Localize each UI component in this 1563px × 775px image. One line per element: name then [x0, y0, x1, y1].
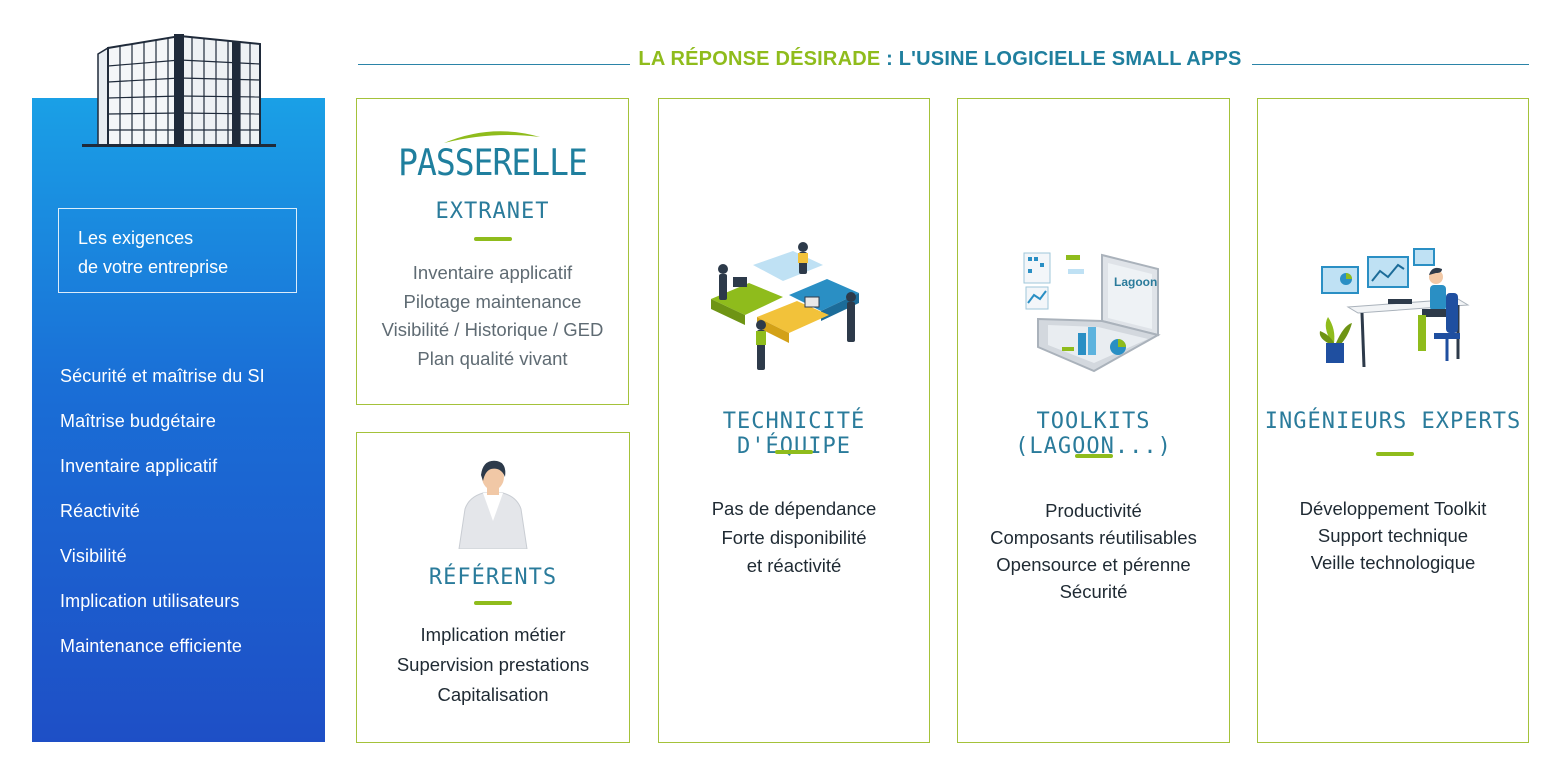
header-divider-left: [358, 64, 630, 65]
engineer-desk-icon: [1319, 248, 1470, 368]
card-line: Opensource et pérenne: [996, 554, 1191, 575]
card-line: Supervision prestations: [396, 654, 590, 675]
header-divider-right: [1252, 64, 1529, 65]
toolkit-case-icon: [1023, 252, 1161, 373]
passerelle-swoosh-icon: [444, 131, 540, 143]
person-icon: [458, 460, 528, 549]
card-line: Développement Toolkit: [1299, 498, 1487, 519]
card-line: Visibilité / Historique / GED: [381, 319, 604, 340]
card-line: Implication métier: [420, 624, 566, 645]
list-item: Réactivité: [60, 501, 141, 521]
card-toolkits: Lagoon TOOLKITS (LAGOON...) Productivité…: [957, 98, 1230, 743]
card-line: Productivité: [1045, 500, 1142, 521]
green-divider: [1075, 454, 1113, 458]
list-item: Sécurité et maîtrise du SI: [60, 366, 265, 386]
card-lines: Productivité Composants réutilisables Op…: [958, 497, 1229, 605]
card-line: Forte disponibilité: [721, 526, 867, 548]
card-ingenieurs: INGÉNIEURS EXPERTS Développement Toolkit…: [1257, 98, 1529, 743]
card-title: TECHNICITÉ D'ÉQUIPE: [722, 409, 866, 459]
passerelle-logo: PASSERELLE: [398, 141, 588, 184]
title-part-1: LA RÉPONSE DÉSIRADE: [638, 48, 881, 70]
card-line: Plan qualité vivant: [417, 347, 568, 369]
requirements-panel: [32, 98, 325, 742]
list-item: Visibilité: [60, 546, 127, 566]
card-title: INGÉNIEURS EXPERTS: [1264, 409, 1522, 434]
card-title: TOOLKITS (LAGOON...): [1015, 409, 1172, 459]
card-line: Sécurité: [1059, 581, 1128, 602]
green-divider: [474, 601, 512, 605]
card-lines: Inventaire applicatif Pilotage maintenan…: [357, 259, 628, 373]
card-line: Capitalisation: [437, 684, 549, 705]
title-separator: :: [880, 48, 899, 70]
card-passerelle: PASSERELLE EXTRANET Inventaire applicati…: [356, 98, 629, 405]
card-line: Inventaire applicatif: [412, 262, 573, 283]
office-building-icon: [82, 34, 276, 147]
requirements-line-2: de votre entreprise: [78, 257, 229, 277]
list-item: Inventaire applicatif: [60, 456, 218, 476]
card-line: et réactivité: [746, 555, 842, 576]
card-line: Veille technologique: [1310, 552, 1476, 573]
page-title: LA RÉPONSE DÉSIRADE : L'USINE LOGICIELLE…: [630, 48, 1250, 71]
card-title: EXTRANET: [435, 199, 550, 224]
teamwork-puzzle-icon: [711, 242, 859, 370]
card-referents: RÉFÉRENTS Implication métier Supervision…: [356, 432, 630, 743]
card-line: Pilotage maintenance: [403, 290, 582, 312]
card-lines: Développement Toolkit Support technique …: [1258, 495, 1528, 576]
card-lines: Pas de dépendance Forte disponibilité et…: [659, 495, 929, 581]
list-item: Maintenance efficiente: [60, 636, 242, 656]
list-item: Implication utilisateurs: [60, 591, 240, 611]
requirements-box: Les exigences de votre entreprise: [58, 208, 297, 293]
green-divider: [775, 450, 813, 454]
lagoon-logo: Lagoon: [1114, 275, 1158, 289]
requirements-line-1: Les exigences: [78, 228, 194, 248]
card-line: Support technique: [1317, 525, 1469, 546]
card-technicite: TECHNICITÉ D'ÉQUIPE Pas de dépendance Fo…: [658, 98, 930, 743]
card-line: Composants réutilisables: [990, 527, 1197, 548]
card-lines: Implication métier Supervision prestatio…: [357, 620, 629, 710]
requirements-list: Sécurité et maîtrise du SI Maîtrise budg…: [60, 362, 265, 677]
list-item: Maîtrise budgétaire: [60, 411, 216, 431]
card-line: Pas de dépendance: [711, 498, 877, 519]
green-divider: [474, 237, 512, 241]
green-divider: [1376, 452, 1414, 456]
title-part-2: L'USINE LOGICIELLE SMALL APPS: [898, 48, 1242, 70]
card-title: RÉFÉRENTS: [428, 565, 558, 590]
